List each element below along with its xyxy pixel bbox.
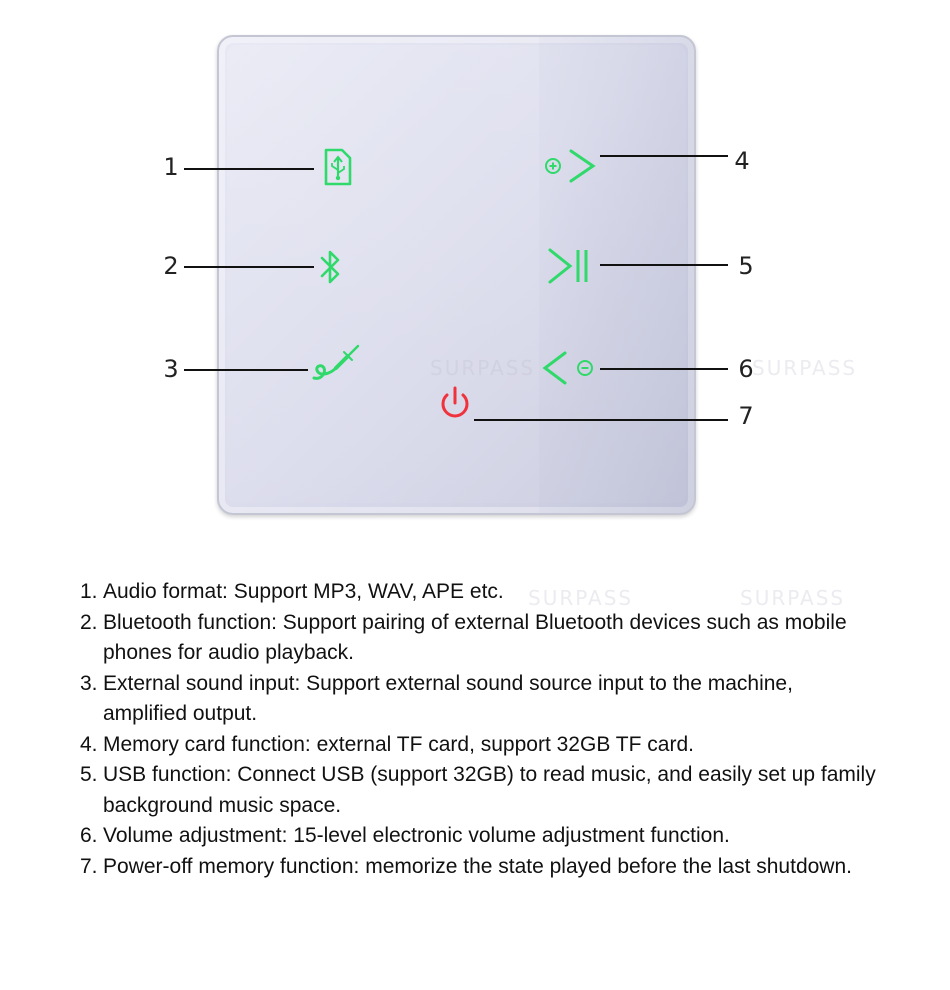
callout-line-6 [600,368,728,370]
feature-item-bluetooth: 2. Bluetooth function: Support pairing o… [80,608,880,669]
feature-item-audio-format: 1. Audio format: Support MP3, WAV, APE e… [80,577,880,608]
callout-number-3: 3 [163,355,179,383]
callout-line-5 [600,264,728,266]
callout-number-4: 4 [734,147,750,175]
callout-line-3 [184,369,308,371]
feature-text: USB function: Connect USB (support 32GB)… [103,763,876,817]
feature-number: 1. [80,580,98,603]
callout-line-7 [474,419,728,421]
feature-item-external-input: 3. External sound input: Support externa… [80,669,880,730]
feature-text: External sound input: Support external s… [103,671,793,726]
feature-number: 7. [80,854,98,878]
volume-up-next-icon [545,149,596,183]
feature-number: 6. [80,824,98,847]
watermark: SURPASS [752,356,858,380]
feature-number: 4. [80,732,98,756]
callout-line-2 [184,266,314,268]
callout-number-7: 7 [738,402,754,430]
watermark: SURPASS [430,356,536,380]
bluetooth-icon [320,250,340,284]
feature-item-usb: 5. USB function: Connect USB (support 32… [80,760,880,821]
feature-number: 5. [80,763,98,786]
feature-text: Bluetooth function: Support pairing of e… [103,610,847,665]
callout-number-5: 5 [738,252,754,280]
feature-list: 1. Audio format: Support MP3, WAV, APE e… [80,577,880,882]
panel-glass [227,45,686,503]
feature-item-power-memory: 7. Power-off memory function: memorize t… [80,852,880,883]
power-icon [441,386,469,418]
feature-number: 2. [80,610,98,634]
feature-number: 3. [80,671,98,695]
panel-reflection [539,37,694,513]
callout-line-4 [600,155,728,157]
usb-drive-icon [324,148,352,186]
watermark: SURPASS [528,586,634,610]
feature-text: Power-off memory function: memorize the … [103,854,852,878]
product-diagram: SURPASS SURPASS 1 2 3 4 5 [163,35,858,515]
feature-text: Volume adjustment: 15-level electronic v… [103,824,730,847]
feature-text: Audio format: Support MP3, WAV, APE etc. [103,580,504,603]
aux-cable-icon [312,344,360,380]
callout-number-1: 1 [163,153,179,181]
watermark: SURPASS [740,586,846,610]
play-pause-icon [548,248,588,284]
feature-text: Memory card function: external TF card, … [103,732,694,756]
previous-volume-down-icon [542,351,593,385]
feature-item-volume: 6. Volume adjustment: 15-level electroni… [80,821,880,852]
callout-number-2: 2 [163,252,179,280]
callout-line-1 [184,168,314,170]
callout-number-6: 6 [738,355,754,383]
touch-panel [217,35,696,515]
feature-item-memory-card: 4. Memory card function: external TF car… [80,730,880,761]
